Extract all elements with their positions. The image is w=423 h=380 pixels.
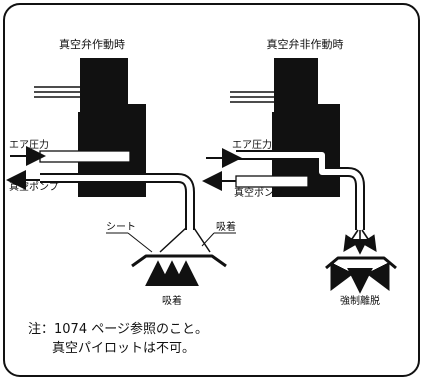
left-suction-cup	[159, 227, 211, 253]
left-air-port	[39, 150, 131, 163]
note-line-2: 真空パイロットは不可。	[52, 341, 195, 356]
left-vacuum-label: 真空ポンプ	[9, 180, 59, 193]
right-air-label: エア圧力	[232, 138, 272, 151]
right-vacuum-label: 真空ポンプ	[234, 186, 284, 199]
left-panel: 真空弁作動時 エア圧力 真空ポンプ シート 吸着	[6, 37, 236, 307]
right-release-arrows	[330, 261, 390, 294]
left-suction-label-right: 吸着	[216, 220, 236, 233]
left-air-label: エア圧力	[9, 138, 49, 151]
right-release-label: 強制離脱	[340, 294, 380, 307]
left-wires	[34, 86, 80, 98]
right-wires	[230, 91, 274, 103]
left-sheet	[131, 254, 227, 268]
left-suction-label-bottom: 吸着	[162, 294, 182, 307]
left-sheet-label: シート	[106, 222, 136, 233]
note: 注：1074 ページ参照のこと。 真空パイロットは不可。	[28, 321, 208, 356]
right-vacuum-port	[235, 175, 309, 188]
left-suction-arrows	[145, 260, 199, 287]
right-jet-arrows	[343, 229, 377, 255]
left-title: 真空弁作動時	[59, 37, 125, 51]
right-title: 真空弁非作動時	[267, 37, 344, 51]
note-line-1: 注：1074 ページ参照のこと。	[28, 321, 208, 337]
right-panel: 真空弁非作動時 エア圧力 真空ポンプ 強制離脱	[202, 37, 397, 307]
